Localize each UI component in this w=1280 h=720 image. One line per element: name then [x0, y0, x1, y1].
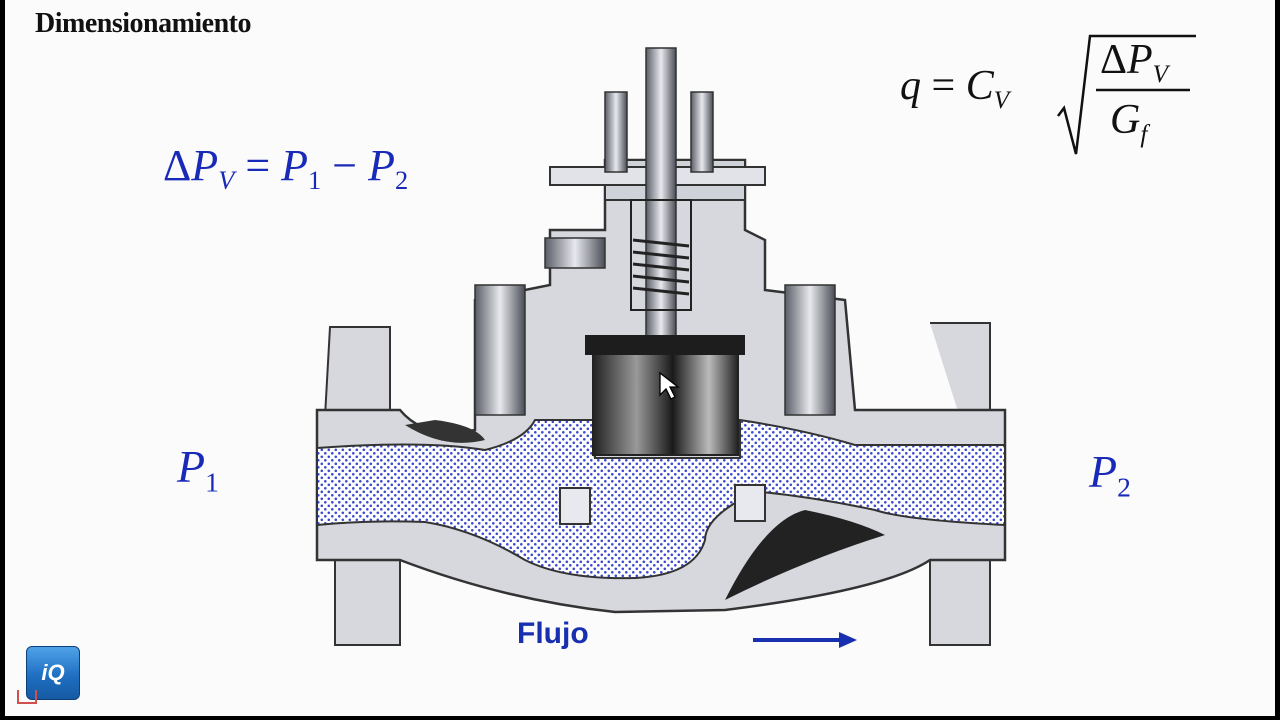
valve-stem — [645, 47, 677, 379]
flow-equation: q = CV ΔPV Gf — [900, 28, 1220, 158]
body-shadow — [725, 510, 885, 600]
inlet-pressure-label: P1 — [177, 441, 219, 498]
square-root-sign — [1057, 34, 1196, 155]
bolt-side — [544, 237, 606, 269]
seat-ring-left — [559, 487, 591, 525]
valve-cross-section — [315, 47, 1007, 648]
seat-ring-right — [734, 484, 766, 522]
subtitle-icon[interactable] — [17, 690, 37, 704]
packing-spring — [632, 238, 690, 296]
slide-title: Dimensionamiento — [35, 8, 252, 39]
outlet-pressure-label: P2 — [1089, 446, 1131, 503]
bolt-lower-left — [474, 284, 526, 416]
bolt-lower-right — [784, 284, 836, 416]
flow-label: Flujo — [517, 617, 589, 650]
flow-arrow-icon — [753, 632, 857, 648]
fluid-region — [316, 418, 1006, 580]
mouse-cursor-icon — [659, 371, 680, 400]
valve-plug — [592, 344, 739, 456]
bolt-right — [690, 91, 714, 173]
slide: Dimensionamiento ΔPV = P1 − P2 q = CV ΔP… — [5, 0, 1275, 716]
bolt-left — [604, 91, 628, 173]
pressure-drop-equation: ΔPV = P1 − P2 — [163, 141, 409, 196]
